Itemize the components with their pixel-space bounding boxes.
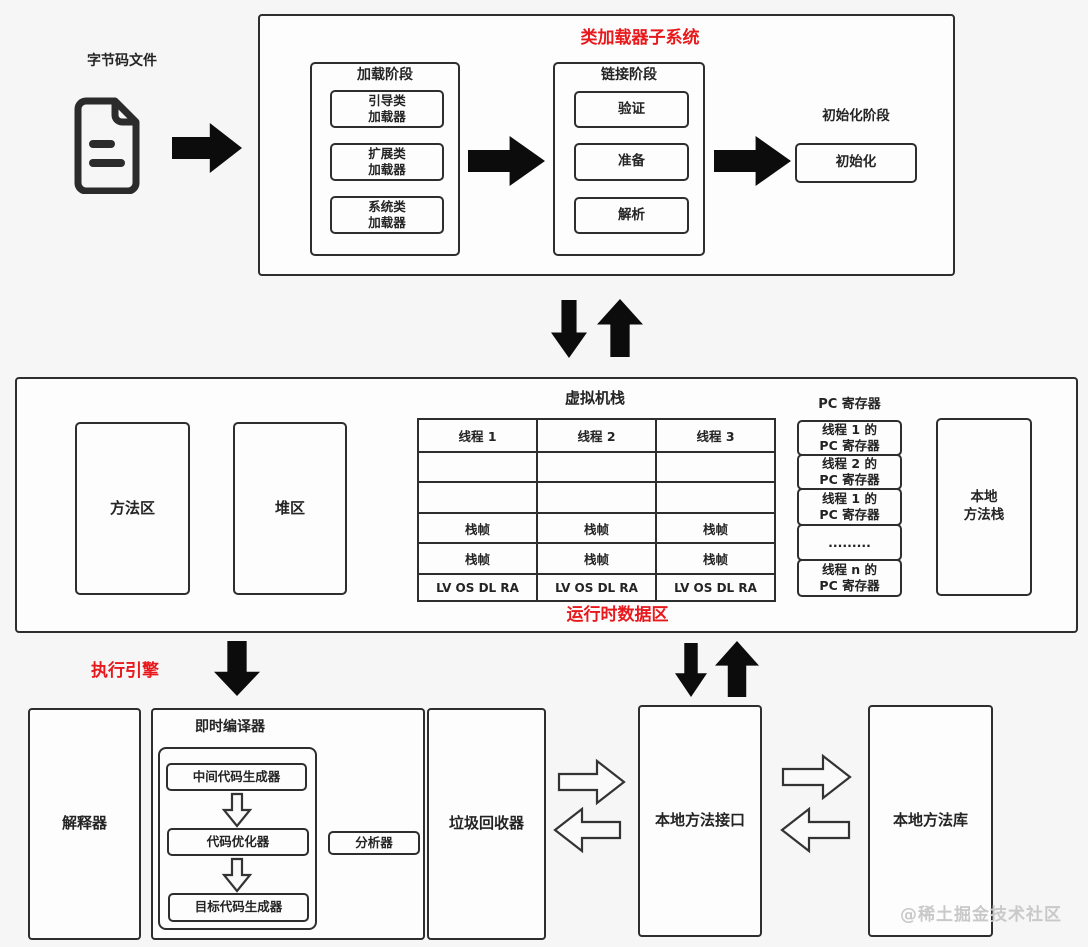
vm-stack-frame-cell: 栈帧 bbox=[655, 542, 776, 575]
garbage-collector-box: 垃圾回收器 bbox=[427, 708, 546, 940]
method-area-box: 方法区 bbox=[75, 422, 190, 595]
native-method-interface-box: 本地方法接口 bbox=[638, 705, 762, 937]
vm-stack-thread-header: 线程 1 bbox=[417, 418, 538, 453]
loading-stage-title: 加载阶段 bbox=[357, 67, 413, 84]
pc-register-thread-n: 线程 n 的 PC 寄存器 bbox=[797, 559, 902, 597]
class-loader-subsystem-title: 类加载器子系统 bbox=[580, 28, 700, 49]
arrow-runtime-to-engine bbox=[214, 641, 260, 696]
code-optimizer-box: 代码优化器 bbox=[167, 828, 309, 856]
arrow-icg-to-optimizer bbox=[221, 792, 253, 828]
arrow-up-nmi-to-runtime bbox=[715, 641, 759, 697]
prepare-box: 准备 bbox=[574, 143, 689, 181]
arrow-optimizer-to-tcg bbox=[221, 857, 253, 893]
interpreter-box: 解释器 bbox=[28, 708, 141, 940]
vm-stack-frame-cell: 栈帧 bbox=[536, 512, 657, 544]
bootstrap-classloader-box: 引导类 加载器 bbox=[330, 90, 444, 128]
watermark: @稀土掘金技术社区 bbox=[900, 905, 1062, 925]
profiler-box: 分析器 bbox=[328, 831, 420, 855]
execution-engine-title: 执行引擎 bbox=[91, 661, 159, 682]
arrow-down-runtime-to-nmi bbox=[675, 643, 707, 697]
extension-classloader-box: 扩展类 加载器 bbox=[330, 143, 444, 181]
vm-stack-cell bbox=[536, 481, 657, 514]
vm-stack-lvosdlra-cell: LV OS DL RA bbox=[536, 573, 657, 602]
arrow-nmi-to-nml bbox=[781, 753, 852, 801]
init-box: 初始化 bbox=[795, 143, 917, 183]
system-classloader-box: 系统类 加载器 bbox=[330, 196, 444, 234]
vm-stack-cell bbox=[655, 451, 776, 483]
arrow-gc-to-nmi bbox=[557, 758, 626, 806]
native-method-library-box: 本地方法库 bbox=[868, 705, 993, 937]
pc-register-ellipsis: ......... bbox=[797, 524, 902, 561]
arrow-bytecode-to-classloader bbox=[172, 123, 242, 173]
jit-compiler-title: 即时编译器 bbox=[195, 719, 265, 736]
vm-stack-lvosdlra-cell: LV OS DL RA bbox=[417, 573, 538, 602]
vm-stack-frame-cell: 栈帧 bbox=[417, 512, 538, 544]
bytecode-file-label: 字节码文件 bbox=[87, 53, 157, 70]
intermediate-code-generator-box: 中间代码生成器 bbox=[166, 763, 307, 791]
arrow-up-runtime-to-classloader bbox=[597, 299, 643, 357]
pc-register-title: PC 寄存器 bbox=[818, 396, 881, 412]
pc-register-thread-2: 线程 2 的 PC 寄存器 bbox=[797, 454, 902, 490]
vm-stack-thread-header: 线程 2 bbox=[536, 418, 657, 453]
vm-stack-thread-header: 线程 3 bbox=[655, 418, 776, 453]
vm-stack-frame-cell: 栈帧 bbox=[655, 512, 776, 544]
arrow-nml-to-nmi bbox=[780, 806, 851, 854]
heap-area-box: 堆区 bbox=[233, 422, 347, 595]
pc-register-thread-3: 线程 1 的 PC 寄存器 bbox=[797, 488, 902, 526]
resolve-box: 解析 bbox=[574, 197, 689, 234]
vm-stack-frame-cell: 栈帧 bbox=[536, 542, 657, 575]
linking-stage-title: 链接阶段 bbox=[601, 67, 657, 84]
document-icon bbox=[74, 97, 140, 194]
arrow-down-classloader-to-runtime bbox=[551, 300, 587, 358]
vm-stack-cell bbox=[536, 451, 657, 483]
vm-stack-cell bbox=[417, 451, 538, 483]
pc-register-thread-1: 线程 1 的 PC 寄存器 bbox=[797, 420, 902, 456]
init-stage-label: 初始化阶段 bbox=[822, 107, 890, 124]
vm-stack-frame-cell: 栈帧 bbox=[417, 542, 538, 575]
arrow-nmi-to-gc bbox=[553, 806, 622, 854]
target-code-generator-box: 目标代码生成器 bbox=[168, 893, 309, 922]
vm-stack-cell bbox=[417, 481, 538, 514]
vm-stack-lvosdlra-cell: LV OS DL RA bbox=[655, 573, 776, 602]
vm-stack-title: 虚拟机栈 bbox=[564, 388, 625, 407]
vm-stack-table: 线程 1 线程 2 线程 3 栈帧 栈帧 栈帧 栈帧 栈帧 栈帧 LV OS D… bbox=[417, 418, 776, 602]
native-method-stack-box: 本地 方法栈 bbox=[936, 418, 1032, 596]
vm-stack-cell bbox=[655, 481, 776, 514]
runtime-data-area-title: 运行时数据区 bbox=[566, 605, 669, 626]
verify-box: 验证 bbox=[574, 91, 689, 128]
